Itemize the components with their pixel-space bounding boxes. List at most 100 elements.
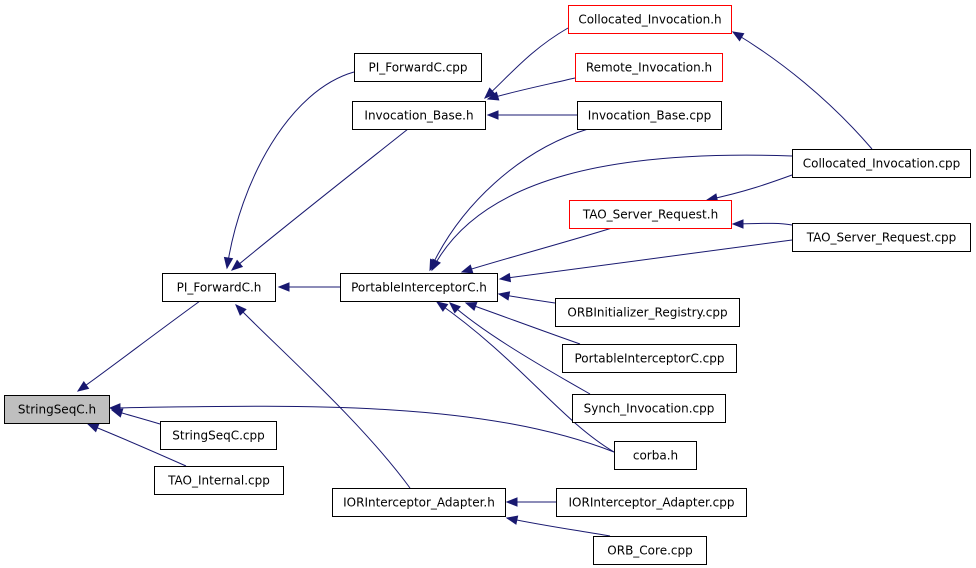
node-box[interactable] <box>556 488 747 517</box>
edge-tao_server_request_h-to-portableinterceptorc_h <box>460 227 613 274</box>
arrowhead <box>486 91 500 101</box>
node-box[interactable] <box>562 344 737 373</box>
edge-collocated_invocation_cpp-to-collocated_invocation_h <box>731 31 873 150</box>
arrowhead <box>505 497 518 507</box>
edge-line <box>235 304 411 489</box>
edge-collocated_invocation_h-to-invocation_base_h <box>484 27 569 99</box>
edge-portableinterceptorc_cpp-to-portableinterceptorc_h <box>464 302 581 345</box>
node-box[interactable] <box>593 536 707 565</box>
edge-pi_forwardc_h-to-stringseqc_h <box>76 300 201 392</box>
node-invocation-base-h[interactable]: Invocation_Base.h <box>352 101 486 130</box>
node-stringseqc-cpp[interactable]: StringSeqC.cpp <box>160 421 277 450</box>
arrowhead <box>464 302 478 311</box>
arrowhead <box>484 87 496 99</box>
node-label: IORInterceptor_Adapter.h <box>343 496 495 510</box>
edge-invocation_base_h-to-pi_forwardc_h <box>230 128 409 271</box>
edge-line <box>732 31 873 150</box>
node-label: Remote_Invocation.h <box>586 61 712 75</box>
node-label: Collocated_Invocation.cpp <box>803 157 961 171</box>
arrowhead <box>505 515 519 525</box>
node-box[interactable] <box>792 149 971 178</box>
arrowhead <box>431 258 441 272</box>
edge-collocated_invocation_cpp-to-tao_server_request_h <box>705 174 793 203</box>
node-box[interactable] <box>555 298 740 327</box>
arrowhead <box>235 304 247 316</box>
edge-tao_internal_cpp-to-stringseqc_h <box>86 423 187 467</box>
node-label: PortableInterceptorC.cpp <box>575 352 725 366</box>
node-box[interactable] <box>352 101 486 130</box>
node-pi-forwardc-cpp[interactable]: PI_ForwardC.cpp <box>354 53 482 82</box>
node-synch-invocation-cpp[interactable]: Synch_Invocation.cpp <box>572 394 726 423</box>
edge-line <box>436 301 615 453</box>
node-portableinterceptorc-cpp[interactable]: PortableInterceptorC.cpp <box>562 344 737 373</box>
node-pi-forwardc-h[interactable]: PI_ForwardC.h <box>162 273 276 302</box>
edge-layer <box>76 27 873 537</box>
node-label: ORB_Core.cpp <box>607 544 692 558</box>
edge-corba_h-to-stringseqc_h <box>108 403 615 453</box>
edge-line <box>465 302 581 345</box>
node-box[interactable] <box>154 466 284 495</box>
edge-orbinitializer_registry_cpp-to-portableinterceptorc_h <box>497 291 556 304</box>
node-orb-core-cpp[interactable]: ORB_Core.cpp <box>593 536 707 565</box>
edge-line <box>429 128 589 271</box>
node-label: TAO_Internal.cpp <box>167 474 270 488</box>
arrowhead <box>486 110 499 120</box>
node-box[interactable] <box>568 5 732 34</box>
edge-line <box>706 174 793 201</box>
edge-corba_h-to-portableinterceptorc_h <box>435 301 615 453</box>
edge-portableinterceptorc_h-to-pi_forwardc_h <box>277 282 340 292</box>
node-stringseqc-h[interactable]: StringSeqC.h <box>4 395 110 424</box>
arrowhead <box>435 301 449 312</box>
node-box[interactable] <box>792 223 971 252</box>
node-box[interactable] <box>577 101 722 130</box>
node-label: StringSeqC.cpp <box>172 429 264 443</box>
node-label: Collocated_Invocation.h <box>578 13 721 27</box>
arrowhead <box>277 282 290 292</box>
node-tao-internal-cpp[interactable]: TAO_Internal.cpp <box>154 466 284 495</box>
edge-pi_forwardc_cpp-to-pi_forwardc_h <box>223 71 355 270</box>
node-box[interactable] <box>614 441 697 470</box>
edge-line <box>226 71 355 269</box>
edge-synch_invocation_cpp-to-portableinterceptorc_h <box>448 302 591 395</box>
arrowhead <box>460 264 474 274</box>
node-tao-server-request-cpp[interactable]: TAO_Server_Request.cpp <box>792 223 971 252</box>
node-box[interactable] <box>160 421 277 450</box>
node-label: PI_ForwardC.h <box>177 281 262 295</box>
node-box[interactable] <box>4 395 110 424</box>
node-orbinitializer-registry-cpp[interactable]: ORBInitializer_Registry.cpp <box>555 298 740 327</box>
arrowhead <box>86 423 100 433</box>
node-corba-h[interactable]: corba.h <box>614 441 697 470</box>
node-iorinterceptor-adapter-cpp[interactable]: IORInterceptor_Adapter.cpp <box>556 488 747 517</box>
edge-line <box>461 227 613 273</box>
arrowhead <box>76 381 90 392</box>
node-label: IORInterceptor_Adapter.cpp <box>569 496 735 510</box>
node-box[interactable] <box>354 53 482 82</box>
edge-tao_server_request_cpp-to-portableinterceptorc_h <box>498 239 793 283</box>
node-layer: StringSeqC.hPI_ForwardC.hStringSeqC.cppT… <box>4 5 971 565</box>
edge-line <box>77 300 201 392</box>
node-box[interactable] <box>575 53 723 82</box>
node-label: TAO_Server_Request.cpp <box>806 231 957 245</box>
node-iorinterceptor-adapter-h[interactable]: IORInterceptor_Adapter.h <box>332 488 506 517</box>
edge-collocated_invocation_cpp-to-portableinterceptorc_h <box>431 154 793 272</box>
node-collocated-invocation-h[interactable]: Collocated_Invocation.h <box>568 5 732 34</box>
edge-iorinterceptor_adapter_h-to-pi_forwardc_h <box>235 304 411 489</box>
node-tao-server-request-h[interactable]: TAO_Server_Request.h <box>569 200 732 229</box>
node-collocated-invocation-cpp[interactable]: Collocated_Invocation.cpp <box>792 149 971 178</box>
arrowhead <box>497 291 511 301</box>
node-invocation-base-cpp[interactable]: Invocation_Base.cpp <box>577 101 722 130</box>
edge-invocation_base_cpp-to-invocation_base_h <box>486 110 577 120</box>
node-portableinterceptorc-h[interactable]: PortableInterceptorC.h <box>340 273 498 302</box>
node-box[interactable] <box>340 273 498 302</box>
node-box[interactable] <box>569 200 732 229</box>
node-label: PortableInterceptorC.h <box>351 281 487 295</box>
node-remote-invocation-h[interactable]: Remote_Invocation.h <box>575 53 723 82</box>
edge-orb_core_cpp-to-iorinterceptor_adapter_h <box>505 515 611 537</box>
edge-invocation_base_cpp-to-portableinterceptorc_h <box>429 128 589 272</box>
node-box[interactable] <box>332 488 506 517</box>
node-box[interactable] <box>162 273 276 302</box>
node-box[interactable] <box>572 394 726 423</box>
edge-line <box>231 128 409 271</box>
arrowhead <box>731 31 745 42</box>
